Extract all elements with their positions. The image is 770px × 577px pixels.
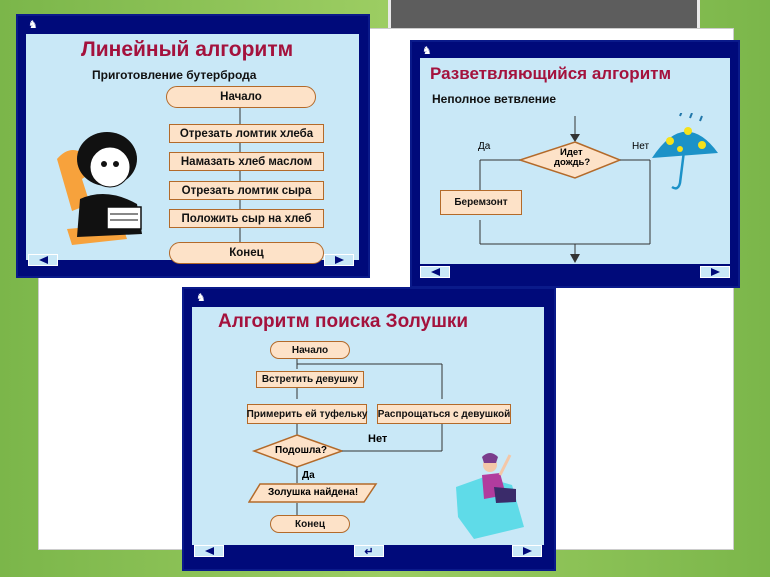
cinderella-flowchart [251,359,443,515]
return-arrow-icon: ↵ [364,545,374,558]
next-arrow-icon [710,268,720,276]
slide-title: Линейный алгоритм [81,38,294,61]
say-goodbye-box: Распрощаться с девушкой [377,404,511,424]
try-shoe-box: Примерить ей туфельку [247,404,367,424]
slide-cinderella-algorithm[interactable]: ♞ Алгоритм поиска Золушки Начало Встрети… [182,287,556,571]
slide-subtitle: Приготовление бутерброда [92,68,257,82]
cinderella-illustration [456,453,524,539]
action-box: Беремзонт [440,190,522,215]
flow-start: Начало [270,341,350,359]
prev-arrow-icon [430,268,440,276]
condition-label: Подошла? [275,445,327,456]
yes-label: Да [478,141,491,152]
flow-end: Конец [270,515,350,533]
slide-title: Алгоритм поиска Золушки [218,311,469,332]
meet-girl-box: Встретить девушку [256,371,364,388]
next-arrow-icon [334,256,344,264]
condition-line-2: дождь? [554,157,591,168]
prev-arrow-icon [38,256,48,264]
umbrella-icon [652,113,718,190]
yes-label: Да [302,470,315,481]
flow-step-1: Отрезать ломтик хлеба [169,124,324,143]
flow-step-2: Намазать хлеб маслом [169,152,324,171]
found-parallelogram [248,483,378,503]
prev-button[interactable] [28,254,58,266]
branching-flowchart [479,116,651,263]
slide-linear-algorithm[interactable]: ♞ Линейный алгоритм Приготовление бутерб… [16,14,370,278]
no-label: Нет [632,141,650,152]
prev-button[interactable] [194,545,224,557]
slide-branching-algorithm[interactable]: ♞ Разветвляющийся алгоритм Неполное ветв… [410,40,740,288]
next-button[interactable] [700,266,730,278]
flow-start: Начало [166,86,316,108]
bird-icon: ♞ [28,19,38,31]
slide-linear-content: Линейный алгоритм Приготовление бутербро… [26,34,359,264]
bird-icon: ♞ [422,45,432,57]
grey-panel [388,0,700,31]
slide-branching-content: Разветвляющийся алгоритм Неполное ветвле… [420,58,730,264]
slide-subtitle: Неполное ветвление [432,92,557,106]
prev-button[interactable] [420,266,450,278]
flow-step-3: Отрезать ломтик сыра [169,181,324,200]
next-button[interactable] [512,545,542,557]
slide-cinderella-content: Алгоритм поиска Золушки Начало Встретить… [192,307,544,545]
flow-end: Конец [169,242,324,264]
next-arrow-icon [522,547,532,555]
flow-step-4: Положить сыр на хлеб [169,209,324,228]
found-label: Золушка найдена! [268,487,359,498]
prev-arrow-icon [204,547,214,555]
return-button[interactable]: ↵ [354,545,384,558]
next-button[interactable] [324,254,354,266]
boy-with-sandwich-illustration [57,132,142,245]
slide-title: Разветвляющийся алгоритм [430,64,672,83]
condition-line-1: Идет [560,147,583,158]
bird-icon: ♞ [196,292,206,304]
no-label: Нет [368,433,388,445]
